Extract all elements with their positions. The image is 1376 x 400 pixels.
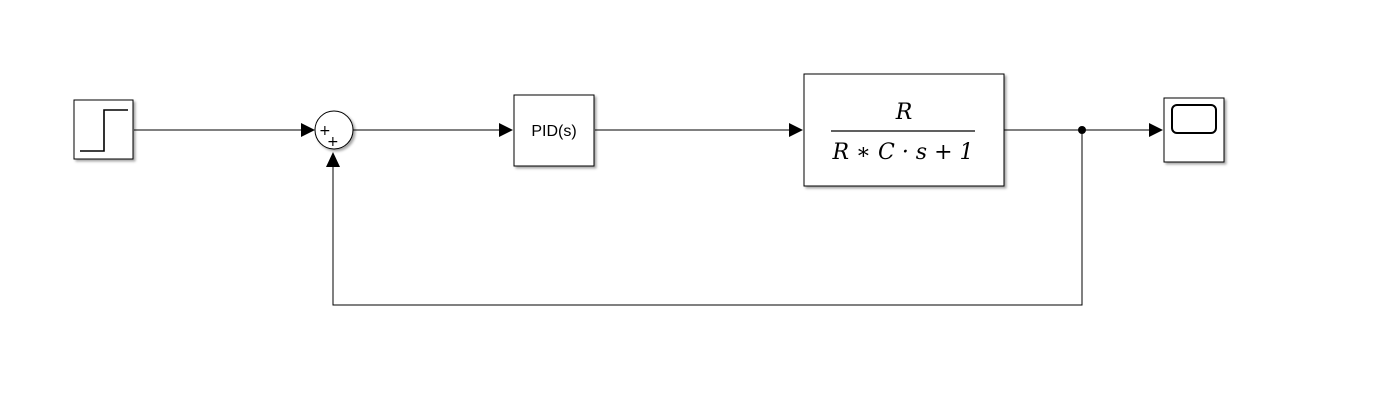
arrow-head-pid-input xyxy=(499,123,513,137)
step-icon xyxy=(80,109,128,152)
signal-lines xyxy=(134,123,1163,306)
sum-block[interactable]: + + xyxy=(314,110,354,150)
branch-point xyxy=(1078,126,1086,134)
arrow-head-plant-input xyxy=(789,123,803,137)
scope-icon xyxy=(1171,104,1217,134)
sum-sign-top: + xyxy=(319,123,331,139)
transfer-function-block[interactable]: R R ∗ C · s + 1 xyxy=(803,73,1005,187)
pid-block-label: PID(s) xyxy=(531,123,576,140)
arrow-head-sum-input xyxy=(301,123,315,137)
scope-block[interactable] xyxy=(1163,97,1225,163)
step-block[interactable] xyxy=(73,99,134,160)
pid-block[interactable]: PID(s) xyxy=(513,94,595,167)
transfer-function-denominator: R ∗ C · s + 1 xyxy=(831,140,973,165)
sum-sign-bottom: + xyxy=(327,134,339,150)
arrow-head-sum-feedback xyxy=(326,152,340,167)
transfer-function-numerator: R xyxy=(895,100,913,125)
signal-line-feedback[interactable] xyxy=(332,130,1083,306)
arrow-head-scope-input xyxy=(1149,123,1163,137)
